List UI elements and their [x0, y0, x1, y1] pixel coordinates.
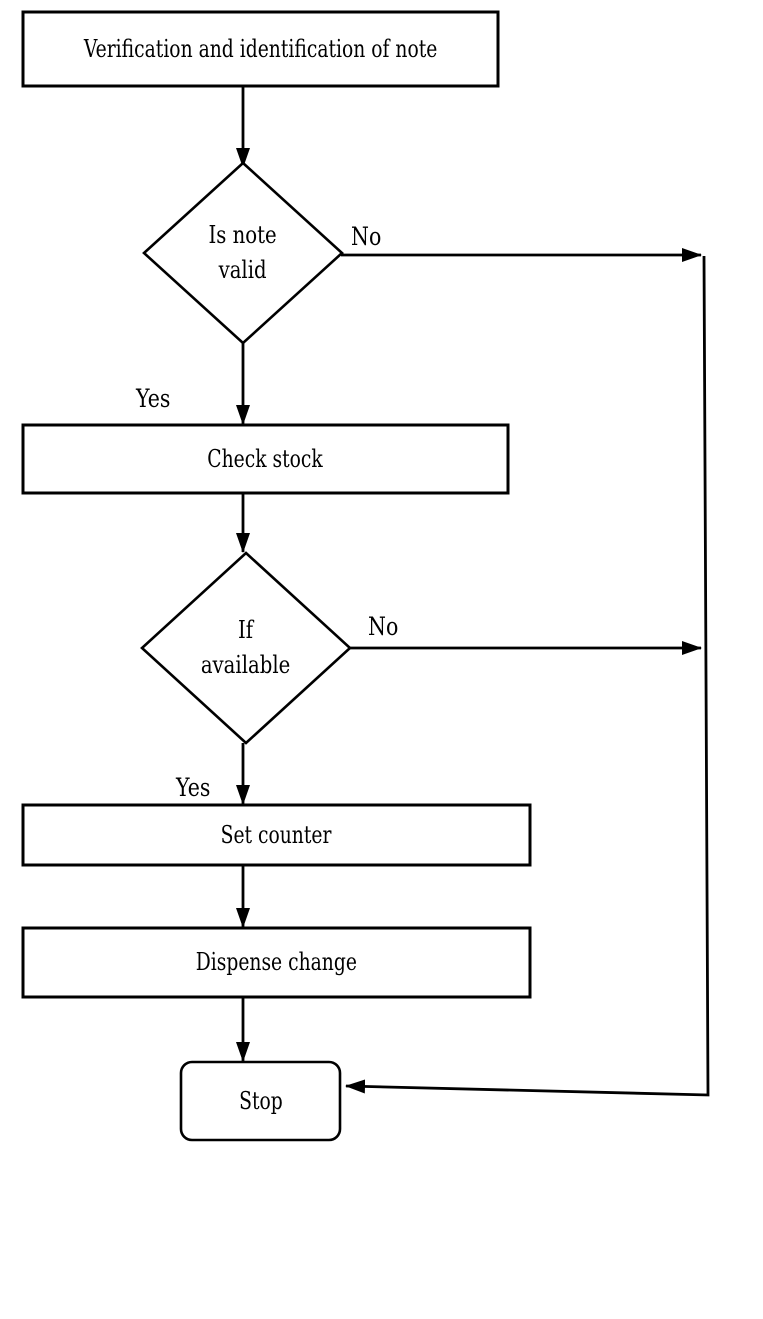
- process-box-start: [21, 10, 500, 88]
- decision-diamond-available: [140, 551, 352, 745]
- process-box-check-stock: [21, 423, 510, 495]
- edge-no-return-to-stop: [345, 255, 710, 1097]
- process-box-set-counter: [21, 803, 532, 867]
- decision-diamond-note-valid: [142, 161, 344, 345]
- terminator-box-stop: [179, 1060, 342, 1142]
- process-box-dispense-change: [21, 926, 532, 999]
